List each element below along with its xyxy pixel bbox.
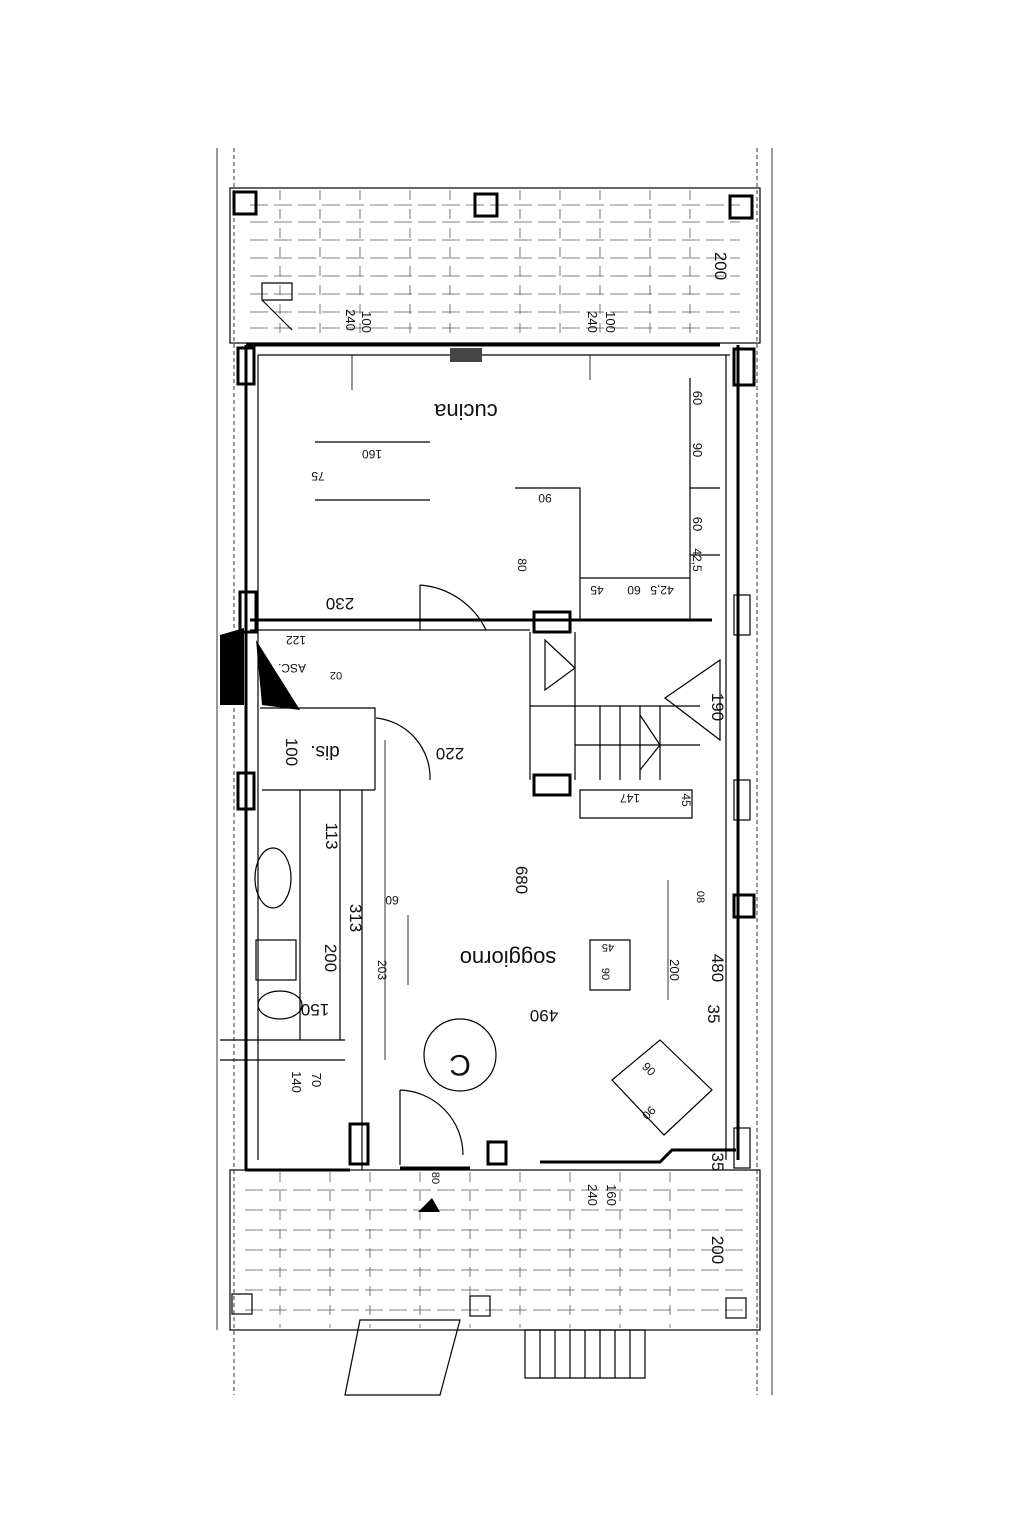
column-bottom-mid bbox=[486, 1140, 508, 1166]
room-labels: cucina soggiorno dis. ASC. C bbox=[278, 399, 556, 1081]
dim-70: 70 bbox=[309, 1073, 324, 1087]
dim-k-425b: 42,5 bbox=[650, 583, 674, 597]
column-left-top bbox=[236, 346, 256, 386]
dim-100: 100 bbox=[282, 738, 301, 766]
dim-top-100-left: 100 bbox=[359, 311, 374, 333]
column-stair-top bbox=[532, 610, 572, 634]
column-stair-bottom bbox=[532, 773, 572, 797]
dimension-labels: 200 240 100 240 100 60 90 60 42,5 42,5 6… bbox=[282, 252, 730, 1264]
room-asc: ASC. bbox=[278, 661, 306, 675]
dim-113: 113 bbox=[322, 822, 341, 849]
room-dis: dis. bbox=[310, 741, 340, 762]
dim-45b: 45 bbox=[602, 941, 614, 953]
dim-bot-200: 200 bbox=[708, 1236, 727, 1264]
dim-313: 313 bbox=[346, 904, 365, 932]
bathroom bbox=[220, 707, 431, 1170]
dim-490: 490 bbox=[530, 1006, 558, 1025]
dim-k-90b: 90 bbox=[538, 491, 552, 505]
dim-80b: 80 bbox=[429, 1172, 441, 1184]
dim-230: 230 bbox=[326, 594, 354, 613]
dim-bot-240: 240 bbox=[585, 1184, 600, 1206]
dim-08: 08 bbox=[694, 891, 706, 903]
dim-k-60b: 60 bbox=[690, 517, 705, 531]
wall-solid-wedge-2 bbox=[256, 640, 300, 710]
dim-k-80: 80 bbox=[515, 558, 529, 572]
dim-top-100-mid: 100 bbox=[603, 311, 618, 333]
column-bottom-left bbox=[231, 1293, 253, 1315]
dim-k-60a: 60 bbox=[690, 391, 705, 405]
dim-203: 203 bbox=[375, 960, 389, 980]
dim-140: 140 bbox=[289, 1071, 304, 1093]
dim-k-90: 90 bbox=[690, 443, 705, 457]
column-right-top bbox=[732, 347, 756, 387]
entry-arrow-icon bbox=[418, 1198, 440, 1212]
dim-90: 90 bbox=[599, 968, 611, 980]
column-top-right bbox=[728, 194, 754, 220]
outer-grid-lines bbox=[216, 148, 773, 1395]
dim-200a: 200 bbox=[321, 944, 340, 972]
dim-147: 147 bbox=[620, 791, 640, 805]
sink-fixture bbox=[254, 847, 292, 909]
column-entry bbox=[348, 1122, 370, 1166]
living-fixtures bbox=[384, 740, 713, 1165]
dim-122: 122 bbox=[286, 633, 306, 647]
column-right-mid bbox=[732, 893, 756, 919]
column-top-left bbox=[232, 190, 258, 216]
window-hatch-right-1 bbox=[733, 594, 751, 636]
dim-90d: 90 bbox=[639, 1103, 659, 1123]
entry-steps bbox=[524, 1329, 646, 1379]
column-left-mid bbox=[238, 590, 258, 634]
wall-solid-wedge bbox=[220, 628, 244, 705]
window-hatch-right-2 bbox=[733, 779, 751, 821]
dim-k-425a: 42,5 bbox=[690, 548, 704, 572]
column-left-lower bbox=[236, 771, 256, 811]
bidet-fixture bbox=[257, 990, 303, 1020]
dim-200b: 200 bbox=[667, 959, 682, 981]
round-column bbox=[423, 1018, 497, 1092]
top-paving bbox=[229, 187, 761, 344]
top-utility-box bbox=[261, 282, 293, 331]
bottom-paving bbox=[229, 1169, 761, 1396]
staircase bbox=[529, 632, 721, 819]
dim-top-240-mid: 240 bbox=[585, 311, 600, 333]
dim-top-240-left: 240 bbox=[343, 309, 358, 331]
column-bottom-right bbox=[725, 1297, 747, 1319]
dim-k-160: 160 bbox=[362, 447, 382, 461]
dim-60: 60 bbox=[385, 893, 399, 907]
kitchen-fixtures bbox=[315, 355, 720, 631]
mark-c: C bbox=[449, 1048, 471, 1081]
dim-35b: 35 bbox=[708, 1153, 727, 1172]
dim-k-45: 45 bbox=[590, 583, 604, 597]
room-cucina: cucina bbox=[433, 399, 497, 424]
dim-220: 220 bbox=[436, 744, 464, 763]
column-bottom-mid bbox=[469, 1295, 491, 1317]
dim-190: 190 bbox=[708, 693, 727, 721]
toilet-fixture bbox=[255, 939, 297, 981]
dim-680: 680 bbox=[512, 866, 531, 894]
corner-unit bbox=[611, 1039, 713, 1136]
window-hatch-top bbox=[450, 348, 482, 362]
dim-bot-160: 160 bbox=[604, 1184, 619, 1206]
room-soggiorno: soggiorno bbox=[460, 946, 557, 971]
dim-480: 480 bbox=[708, 954, 727, 982]
dim-90c: 90 bbox=[639, 1059, 659, 1079]
dim-35a: 35 bbox=[704, 1005, 723, 1024]
dim-k-75: 75 bbox=[311, 469, 325, 483]
window-hatch-right-3 bbox=[733, 1127, 751, 1169]
dim-top-200: 200 bbox=[711, 252, 730, 280]
column-top-mid bbox=[473, 192, 499, 218]
stone-path bbox=[344, 1319, 461, 1396]
dim-150: 150 bbox=[301, 1000, 329, 1019]
dim-45: 45 bbox=[679, 793, 693, 807]
dim-02: 02 bbox=[330, 669, 342, 681]
dim-k-60c: 60 bbox=[627, 583, 641, 597]
